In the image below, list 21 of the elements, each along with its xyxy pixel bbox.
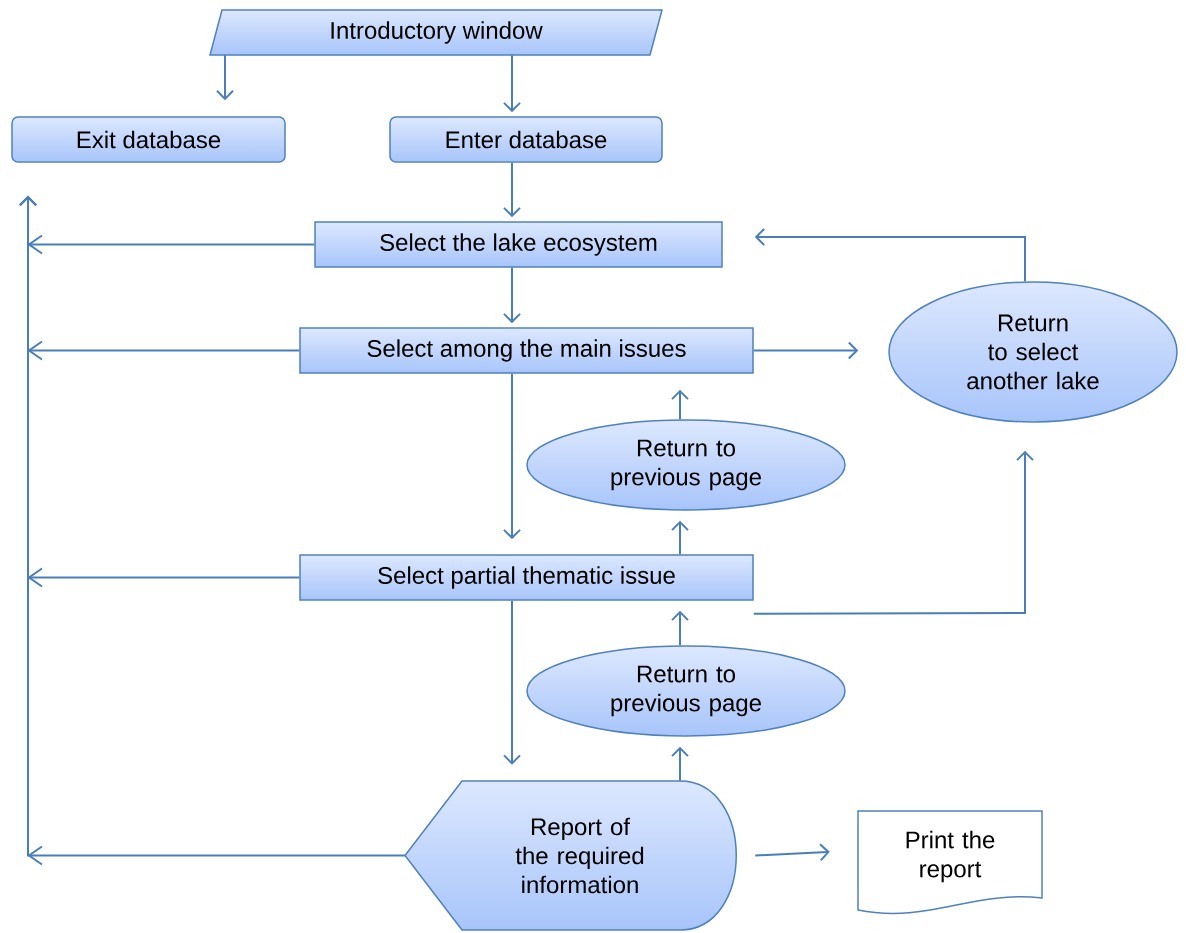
- arrow: [503, 266, 521, 324]
- arrow: [503, 372, 521, 540]
- arrow: [754, 228, 1026, 283]
- process-box: Select among the main issues: [299, 327, 754, 374]
- arrow: [752, 341, 859, 360]
- process-box: Select the lake ecosystem: [314, 221, 723, 268]
- rounded-box: Exit database: [11, 116, 286, 163]
- arrow: [503, 599, 521, 765]
- input-parallelogram: Introductory window: [209, 9, 663, 56]
- arrow: [671, 610, 689, 647]
- arrow: [19, 195, 406, 866]
- arrow: [671, 520, 689, 556]
- arrow: [503, 161, 521, 218]
- arrow: [671, 389, 689, 421]
- arrow: [503, 54, 521, 113]
- rounded-box: Enter database: [389, 116, 663, 163]
- arrow: [752, 450, 1034, 615]
- process-box: Select partial thematic issue: [299, 554, 754, 601]
- arrow: [216, 54, 234, 101]
- arrow: [754, 843, 830, 862]
- arrow: [671, 746, 689, 782]
